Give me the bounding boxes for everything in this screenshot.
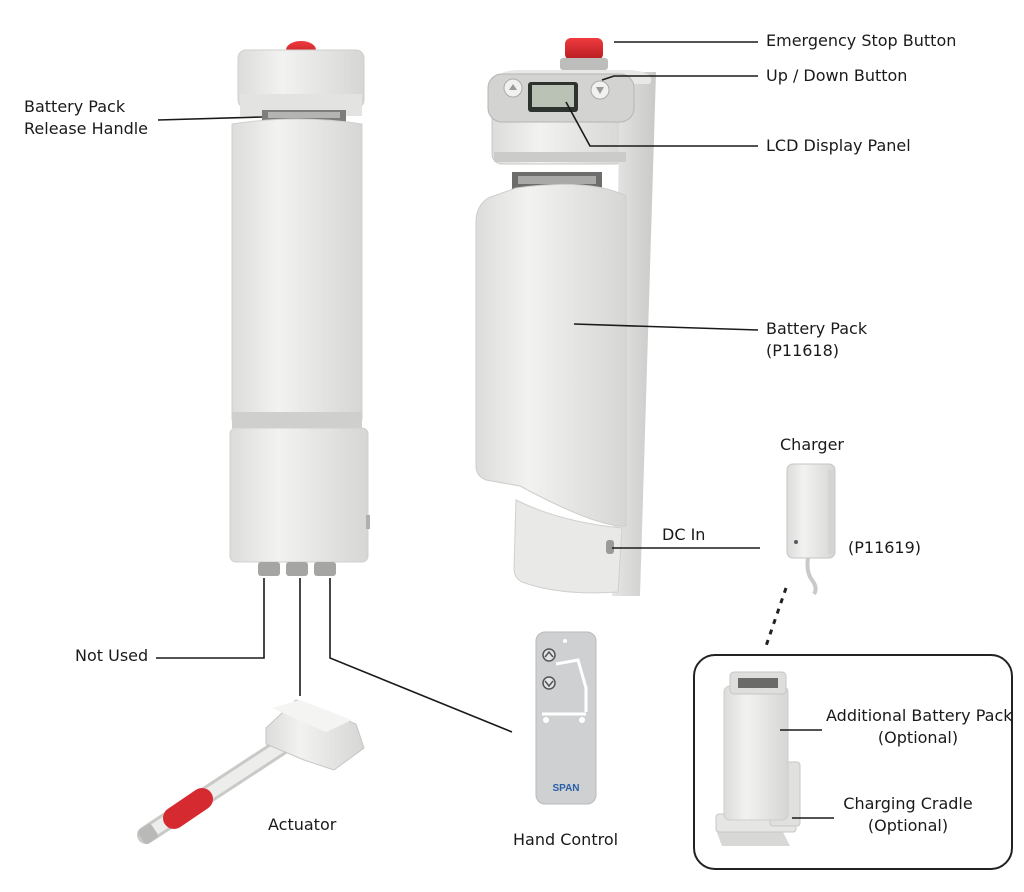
lcd-display	[532, 85, 574, 107]
port-hand-control	[314, 562, 336, 576]
actuator-red-cap	[163, 788, 213, 829]
lift-diagram-icon	[555, 658, 588, 712]
port-actuator	[286, 562, 308, 576]
label-lcd-panel: LCD Display Panel	[766, 136, 911, 155]
port-not-used	[258, 562, 280, 576]
label-charging-cradle: Charging Cradle(Optional)	[843, 794, 973, 835]
control-box-front	[229, 41, 370, 576]
label-battery-pack: Battery Pack(P11618)	[766, 319, 868, 360]
brand-logo: SPAN	[552, 783, 580, 794]
battery-pack-angled	[475, 183, 627, 527]
label-emergency-stop: Emergency Stop Button	[766, 31, 957, 50]
optional-accessories-box	[693, 654, 1013, 870]
down-arrow-icon	[542, 676, 556, 690]
label-hand-control: Hand Control	[513, 830, 619, 849]
emergency-stop-button	[565, 38, 603, 60]
label-not-used: Not Used	[75, 646, 149, 665]
label-actuator: Actuator	[268, 815, 337, 834]
leader-lines	[156, 41, 834, 819]
charger-led-icon	[794, 540, 798, 544]
inset-drawing	[715, 671, 801, 846]
control-box-angled	[475, 38, 656, 596]
dotted-connector	[764, 587, 788, 647]
charger	[764, 463, 836, 647]
up-arrow-icon	[542, 648, 556, 662]
hand-control	[535, 631, 597, 805]
battery-pack-front	[231, 118, 363, 421]
label-additional-pack: Additional Battery Pack(Optional)	[826, 706, 1013, 747]
label-up-down: Up / Down Button	[766, 66, 908, 85]
label-charger: Charger	[780, 435, 844, 454]
label-charger-part: (P11619)	[848, 538, 922, 557]
dc-in-port	[606, 540, 614, 554]
label-dc-in: DC In	[662, 525, 706, 544]
actuator	[137, 699, 365, 844]
